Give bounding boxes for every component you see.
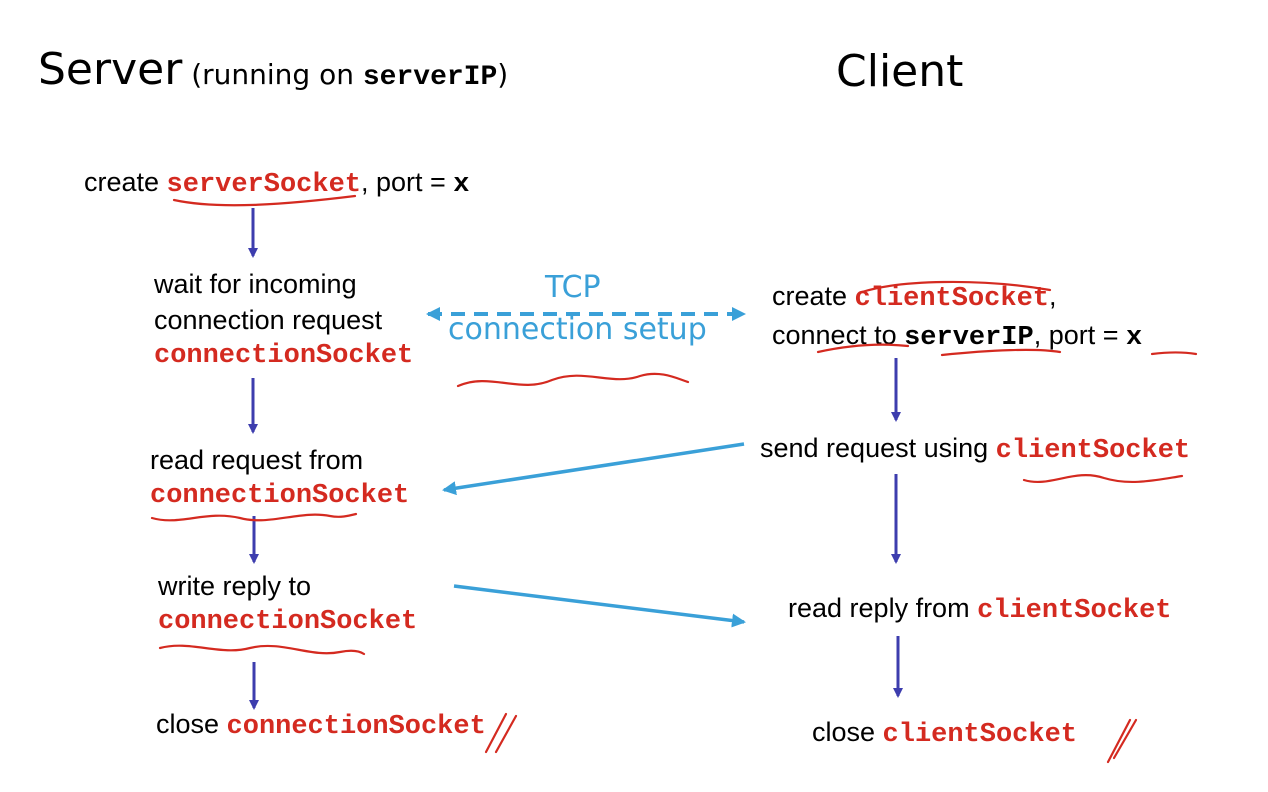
server-wait-line1: wait for incoming: [154, 269, 357, 299]
client-create-suffix: , port =: [1033, 320, 1127, 350]
server-close-step: close connectionSocket: [156, 706, 486, 745]
server-wait-socket: connectionSocket: [154, 341, 414, 371]
client-close-step: close clientSocket: [812, 714, 1077, 753]
close-mark-client-2: [1112, 718, 1138, 760]
underline-write-socket: [158, 644, 366, 656]
client-create-comma: ,: [1048, 281, 1057, 311]
underline-send-socket: [1022, 474, 1184, 484]
client-close-prefix: close: [812, 717, 883, 747]
handwritten-annotations: [150, 194, 1198, 764]
server-title-paren-close: ): [497, 58, 509, 91]
reply-message-arrow: [453, 584, 746, 628]
server-create-suffix: , port =: [360, 167, 454, 197]
server-port: x: [453, 170, 470, 200]
client-read-step: read reply from clientSocket: [788, 590, 1172, 629]
arc-client-socket: [860, 280, 1052, 294]
server-title-ip: serverIP: [362, 62, 498, 93]
underline-read-socket: [150, 512, 358, 522]
tcp-label: TCP: [545, 270, 601, 305]
request-message-arrow: [442, 442, 745, 496]
client-read-prefix: read reply from: [788, 593, 978, 623]
client-close-socket: clientSocket: [882, 720, 1077, 750]
underline-port-x: [1150, 351, 1198, 356]
server-write-line1: write reply to: [158, 571, 312, 601]
client-create-prefix: create: [772, 281, 855, 311]
server-wait-step: wait for incoming connection request con…: [154, 266, 413, 374]
server-title: Server (running on serverIP): [38, 44, 508, 95]
server-wait-line2: connection request: [154, 305, 383, 335]
client-send-prefix: send request using: [760, 433, 996, 463]
server-read-step: read request from connectionSocket: [150, 442, 409, 514]
server-read-socket: connectionSocket: [150, 481, 410, 511]
close-mark-client-1: [1106, 718, 1132, 764]
close-mark-server-2: [494, 714, 518, 754]
server-close-socket: connectionSocket: [226, 712, 486, 742]
client-create-step: create clientSocket, connect to serverIP…: [772, 278, 1142, 356]
client-socket-name: clientSocket: [854, 284, 1049, 314]
server-title-paren-open: (running on: [182, 58, 363, 91]
client-send-socket: clientSocket: [995, 436, 1191, 466]
underline-server-socket: [172, 194, 357, 207]
client-title: Client: [836, 46, 964, 97]
server-write-socket: connectionSocket: [158, 607, 418, 637]
server-socket-name: serverSocket: [166, 170, 361, 200]
server-create-step: create serverSocket, port = x: [84, 164, 470, 203]
client-server-ip: serverIP: [904, 323, 1034, 353]
server-title-main: Server: [38, 44, 183, 95]
client-port: x: [1126, 323, 1143, 353]
server-write-step: write reply to connectionSocket: [158, 568, 417, 640]
underline-connect: [816, 343, 910, 354]
server-read-line1: read request from: [150, 445, 364, 475]
client-send-step: send request using clientSocket: [760, 430, 1190, 469]
squiggle-connection-setup: [456, 372, 690, 388]
close-mark-server-1: [484, 712, 508, 754]
client-read-socket: clientSocket: [977, 596, 1172, 626]
server-create-prefix: create: [84, 167, 167, 197]
server-close-prefix: close: [156, 709, 227, 739]
underline-server-ip: [940, 348, 1062, 357]
